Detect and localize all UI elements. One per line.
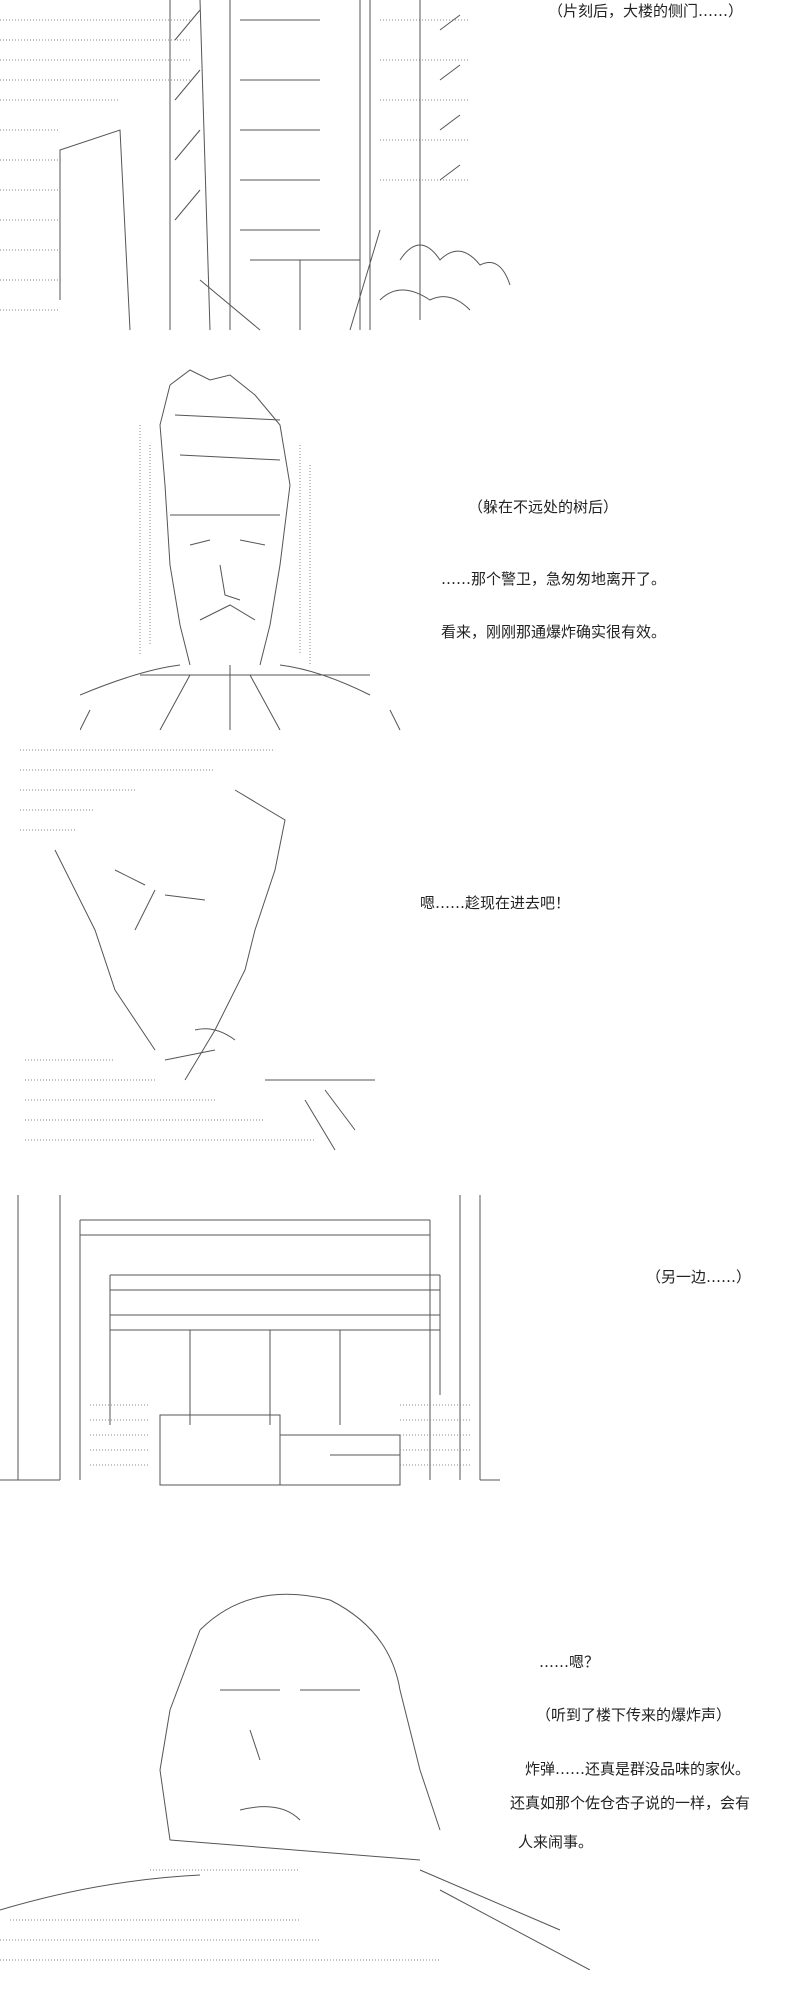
caption-sakura-kyoko-line1: 还真如那个佐仓杏子说的一样，会有 xyxy=(510,1794,751,1812)
caption-sakura-kyoko-line2: 人来闹事。 xyxy=(518,1833,594,1851)
caption-heard-explosion: （听到了楼下传来的爆炸声） xyxy=(536,1706,732,1724)
caption-hm: ……嗯？ xyxy=(539,1653,600,1671)
building-ascii-art xyxy=(0,0,520,340)
character-ascii-art xyxy=(15,730,395,1160)
caption-behind-tree: （躲在不远处的树后） xyxy=(468,498,619,516)
caption-side-door: （片刻后，大楼的侧门……） xyxy=(548,2,744,20)
caption-meanwhile: （另一边……） xyxy=(646,1268,752,1286)
room-ascii-art xyxy=(0,1195,500,1490)
caption-go-in-now: 嗯……趁现在进去吧！ xyxy=(420,894,571,912)
thinking-character-ascii-art xyxy=(0,1570,590,1970)
caption-explosion-effective: 看来，刚刚那通爆炸确实很有效。 xyxy=(441,623,667,641)
caption-guard-left: ……那个警卫，急匆匆地离开了。 xyxy=(441,570,667,588)
caption-bomb-remark: 炸弹……还真是群没品味的家伙。 xyxy=(525,1760,751,1778)
guard-ascii-art xyxy=(80,365,410,735)
